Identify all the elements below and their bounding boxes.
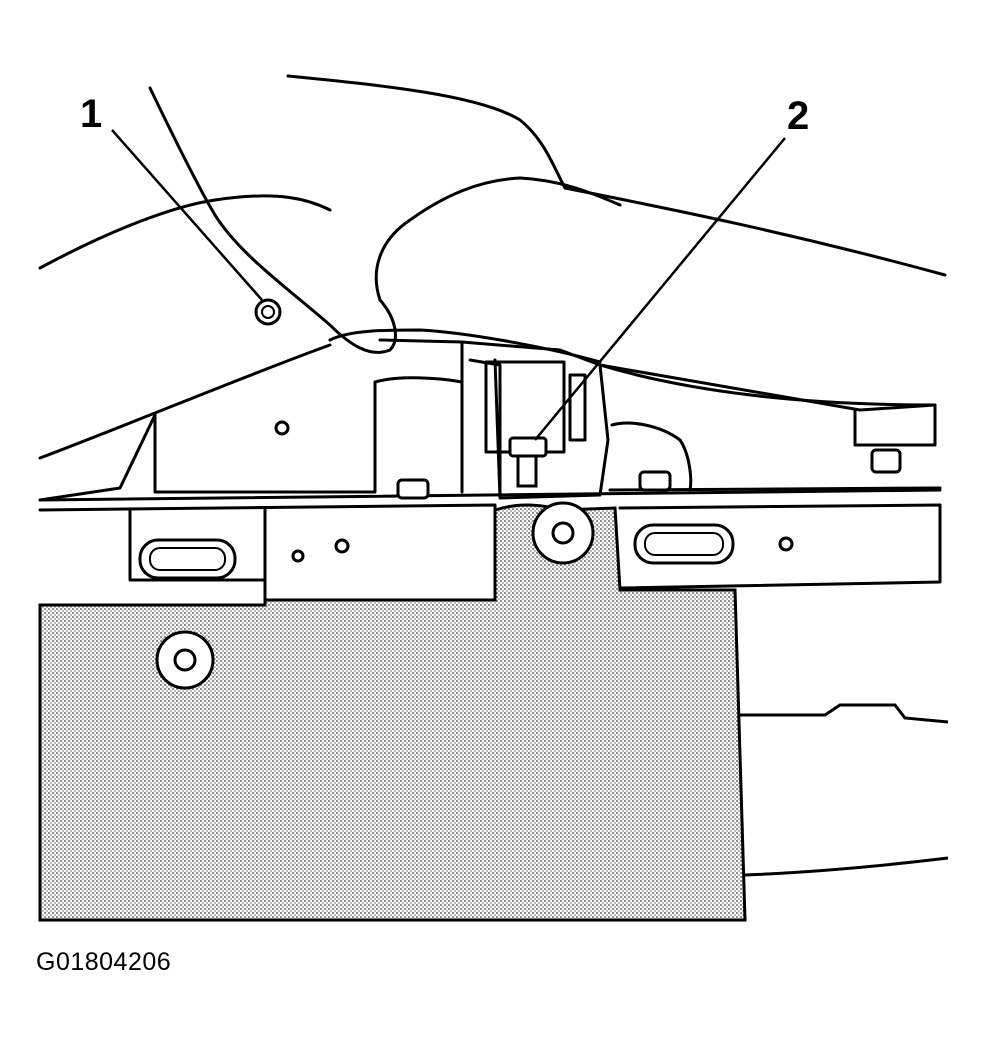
hand-outline xyxy=(148,86,622,354)
callout-1: 1 xyxy=(80,92,103,136)
carpet-panel xyxy=(38,503,747,922)
hole xyxy=(778,536,794,552)
hole xyxy=(274,420,290,436)
figure-id-label: G01804206 xyxy=(36,948,172,976)
rail-strip-right xyxy=(618,503,942,590)
rail-bolt-center-inner xyxy=(551,521,575,545)
slot-right-inner xyxy=(644,532,724,556)
finger-crease xyxy=(328,328,602,364)
trim-lower-edge xyxy=(38,343,332,460)
floor-bolt-left-inner xyxy=(173,648,197,672)
rail-strip xyxy=(38,503,497,604)
upper-trim-top xyxy=(286,74,947,277)
leader-line-1 xyxy=(111,129,263,301)
bracket-right xyxy=(610,421,693,492)
trim-right-edge xyxy=(598,363,937,407)
hole xyxy=(334,538,350,554)
plug-item-1-inner xyxy=(261,305,275,319)
callout-2: 2 xyxy=(787,94,810,138)
module-inner xyxy=(568,373,587,442)
nut-left xyxy=(396,478,430,500)
lower-right-floor xyxy=(744,856,949,877)
center-module xyxy=(460,340,610,500)
bracket-right-top xyxy=(598,363,937,447)
bracket-base xyxy=(38,488,942,502)
module-strap xyxy=(468,358,502,497)
bolt-item-2 xyxy=(508,436,548,458)
bracket-left xyxy=(153,376,464,494)
hole xyxy=(291,549,305,563)
nut-right xyxy=(638,470,672,492)
leader-line-2 xyxy=(534,137,786,441)
bolt-item-2-shank xyxy=(516,454,538,488)
slot-left-inner xyxy=(149,547,226,571)
nut-far-right xyxy=(870,448,902,474)
upper-trim-outline xyxy=(38,194,332,270)
rail-strip-left-lower xyxy=(128,508,267,582)
bracket-left-side xyxy=(38,413,157,502)
lower-right-edge xyxy=(740,703,949,724)
